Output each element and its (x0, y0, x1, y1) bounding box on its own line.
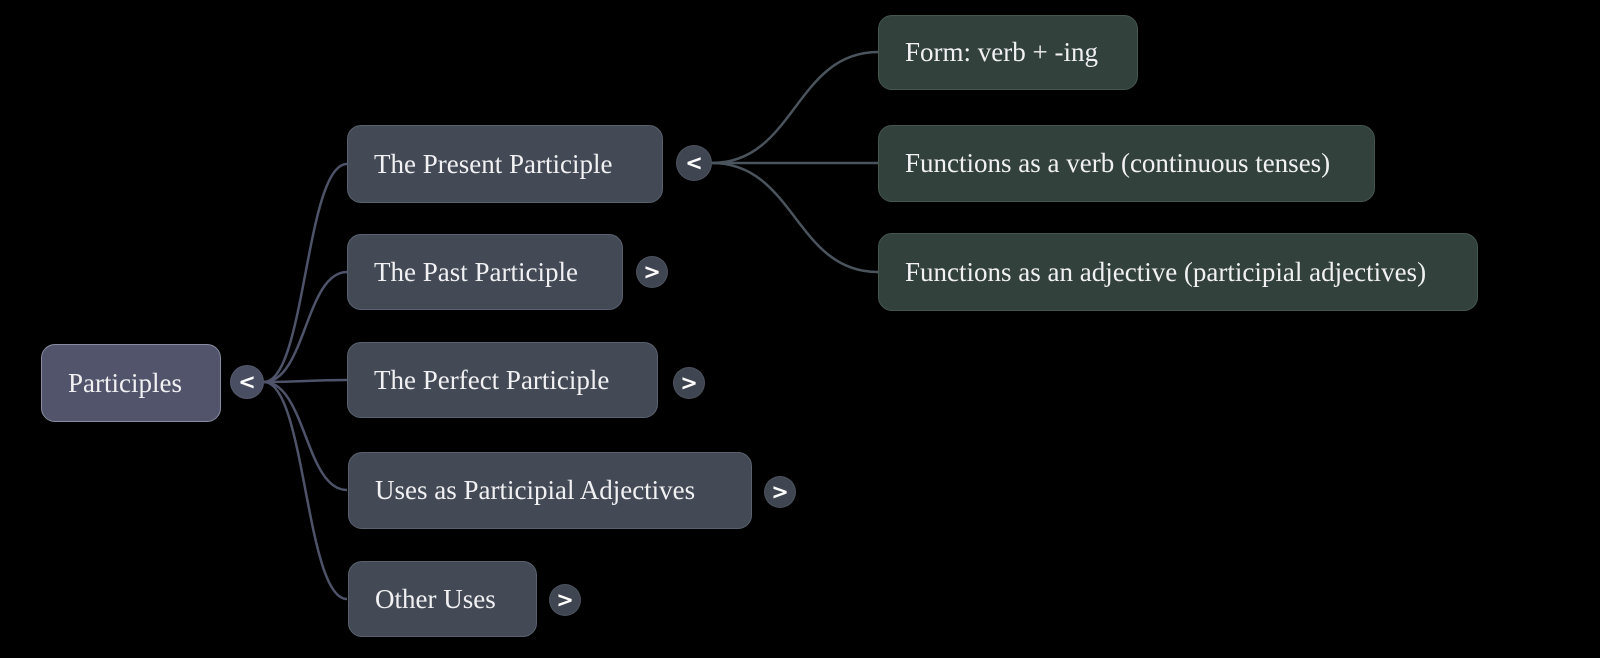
edge-root-uses (263, 380, 348, 492)
chevron-right-icon: > (643, 259, 661, 284)
node-uses-participial-adjectives[interactable]: Uses as Participial Adjectives (348, 452, 752, 529)
node-uses-participial-adjectives-label: Uses as Participial Adjectives (375, 475, 696, 505)
node-present-participle-label: The Present Participle (374, 148, 613, 179)
node-functions-as-adjective-label: Functions as an adjective (participial a… (905, 256, 1427, 287)
node-past-participle-label: The Past Participle (374, 256, 578, 287)
node-past-participle[interactable]: The Past Participle (347, 234, 623, 310)
expand-button-other-uses[interactable]: > (549, 584, 581, 616)
node-other-uses[interactable]: Other Uses (348, 561, 537, 637)
chevron-left-icon: < (685, 150, 703, 175)
chevron-right-icon: > (680, 370, 698, 395)
edge-present-fadj (711, 161, 879, 274)
expand-button-uses-participial-adjectives[interactable]: > (764, 476, 796, 508)
edge-present-form (711, 50, 879, 165)
expand-button-perfect-participle[interactable]: > (673, 367, 705, 399)
chevron-right-icon: > (556, 587, 574, 612)
node-form-verb-ing-label: Form: verb + -ing (905, 37, 1098, 67)
node-present-participle[interactable]: The Present Participle (347, 125, 663, 203)
node-other-uses-label: Other Uses (375, 583, 496, 614)
node-participles[interactable]: Participles (41, 344, 221, 422)
node-form-verb-ing[interactable]: Form: verb + -ing (878, 15, 1138, 90)
edge-root-present (263, 162, 348, 384)
node-functions-as-verb[interactable]: Functions as a verb (continuous tenses) (878, 125, 1375, 202)
edge-root-perfect (263, 378, 348, 384)
node-perfect-participle[interactable]: The Perfect Participle (347, 342, 658, 418)
collapse-button-participles[interactable]: < (230, 365, 264, 399)
expand-button-past-participle[interactable]: > (636, 256, 668, 288)
edge-root-other (263, 380, 348, 601)
node-perfect-participle-label: The Perfect Participle (374, 364, 610, 395)
node-functions-as-verb-label: Functions as a verb (continuous tenses) (905, 148, 1331, 178)
node-functions-as-adjective[interactable]: Functions as an adjective (participial a… (878, 233, 1478, 311)
node-participles-label: Participles (68, 367, 182, 398)
collapse-button-present-participle[interactable]: < (676, 145, 712, 181)
chevron-left-icon: < (238, 369, 256, 394)
chevron-right-icon: > (771, 479, 789, 504)
edge-root-past (263, 270, 348, 384)
